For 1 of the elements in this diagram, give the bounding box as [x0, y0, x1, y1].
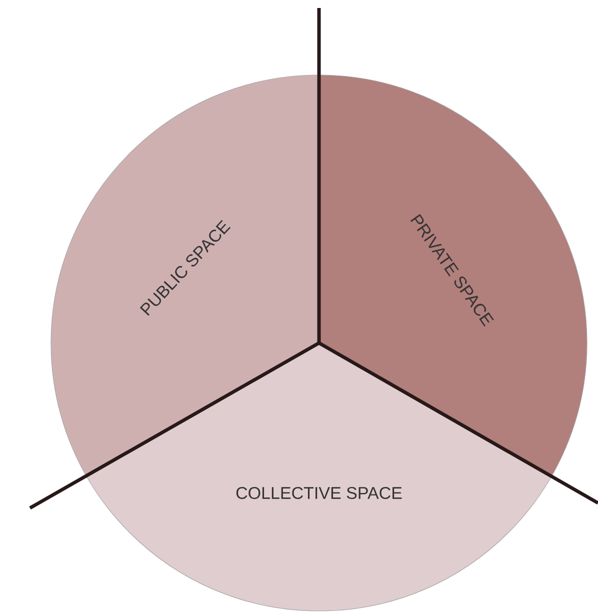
sector: COLLECTIVE SPACE [86, 343, 552, 612]
